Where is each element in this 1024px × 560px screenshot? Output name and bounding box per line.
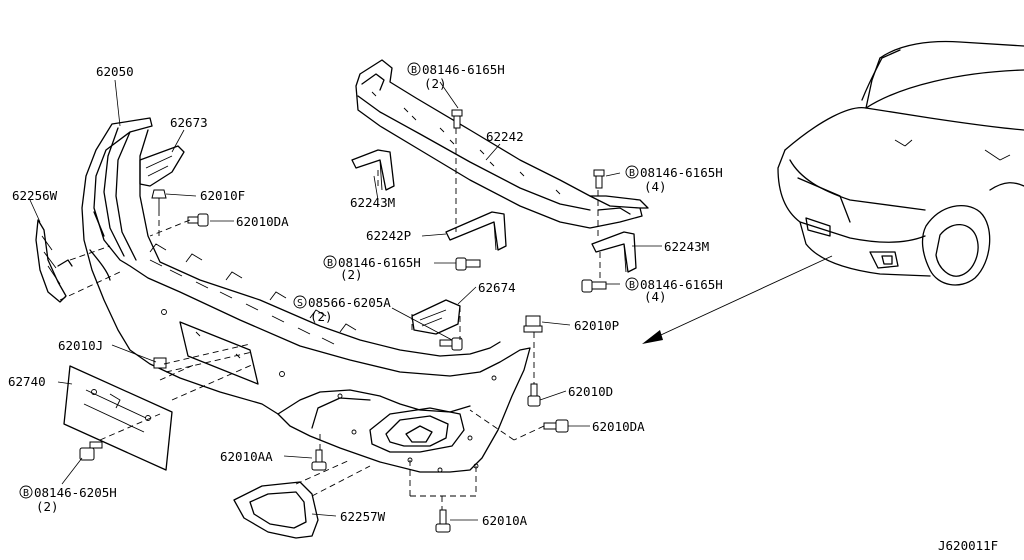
screw-62010D (527, 383, 541, 407)
svg-text:08146-6165H: 08146-6165H (422, 62, 505, 77)
bolt-icon (455, 257, 481, 271)
label-62010P: 62010P (574, 318, 619, 333)
vehicle-illustration (777, 40, 1024, 286)
side-grille-62256W (35, 219, 73, 303)
label-62050: 62050 (96, 64, 134, 79)
svg-text:08146-6165H: 08146-6165H (640, 277, 723, 292)
label-62242: 62242 (486, 129, 524, 144)
bumper-fascia-62050 (81, 117, 531, 473)
label-62010F: 62010F (200, 188, 245, 203)
svg-text:(4): (4) (644, 289, 667, 304)
svg-text:(2): (2) (36, 499, 59, 514)
svg-text:B: B (23, 488, 29, 499)
bolt-icon (593, 169, 605, 189)
screw-S08566 (439, 337, 463, 351)
bumper-reinforcement-62242 (355, 59, 649, 229)
bracket-62243M-right (591, 231, 637, 273)
label-s-08566-6205A: S 08566-6205A (2) (293, 295, 391, 324)
label-62673: 62673 (170, 115, 208, 130)
label-62010A: 62010A (482, 513, 528, 528)
label-b-08146-6165H-mid: B 08146-6165H (2) (323, 255, 421, 282)
label-62256W: 62256W (12, 188, 58, 203)
label-b-08146-6165H-right-low: B 08146-6165H (4) (625, 277, 723, 304)
assembly-dashes (59, 210, 545, 510)
svg-text:B: B (629, 280, 635, 291)
label-b-08146-6165H-right-top: B 08146-6165H (4) (625, 165, 723, 194)
license-bracket-62740 (63, 365, 173, 471)
lower-trim-62257W (233, 481, 319, 539)
diagram-code: J620011F (938, 538, 998, 553)
label-62740: 62740 (8, 374, 46, 389)
bracket-62242P (445, 211, 507, 251)
leader-lines (29, 79, 662, 521)
screw-62010AA (311, 449, 327, 471)
svg-text:08566-6205A: 08566-6205A (308, 295, 391, 310)
label-62010AA: 62010AA (220, 449, 273, 464)
bolt-08146-6205H (79, 441, 103, 461)
screw-62010DA-top (187, 213, 209, 227)
svg-text:(2): (2) (340, 267, 363, 282)
svg-text:08146-6165H: 08146-6165H (338, 255, 421, 270)
label-62242P: 62242P (366, 228, 411, 243)
label-62010DA-low: 62010DA (592, 419, 645, 434)
screw-62010DA-low (543, 419, 569, 433)
svg-text:(2): (2) (310, 309, 333, 324)
direction-arrow (642, 255, 833, 344)
label-62010J: 62010J (58, 338, 103, 353)
svg-text:(2): (2) (424, 76, 447, 91)
label-62010D: 62010D (568, 384, 613, 399)
svg-text:08146-6165H: 08146-6165H (640, 165, 723, 180)
svg-text:B: B (629, 168, 635, 179)
svg-text:08146-6205H: 08146-6205H (34, 485, 117, 500)
bracket-62243M-left (351, 149, 395, 191)
label-62243M-right: 62243M (664, 239, 709, 254)
label-62243M-left: 62243M (350, 195, 395, 210)
screw-62010A (435, 509, 451, 533)
clip-62010F (151, 189, 167, 210)
svg-text:(4): (4) (644, 179, 667, 194)
label-62674: 62674 (478, 280, 516, 295)
bolt-icon (451, 109, 463, 129)
label-b-08146-6165H-top: B 08146-6165H (2) (407, 62, 505, 91)
label-b-08146-6205H: B 08146-6205H (2) (19, 485, 117, 514)
clip-62010P (523, 315, 543, 333)
alignment-lines (377, 128, 601, 282)
bracket-62673 (139, 145, 185, 187)
bracket-62674 (411, 299, 461, 335)
svg-text:S: S (297, 298, 303, 309)
svg-text:B: B (411, 65, 417, 76)
bolt-icon (581, 279, 607, 293)
label-62010DA: 62010DA (236, 214, 289, 229)
label-62257W: 62257W (340, 509, 386, 524)
svg-text:B: B (327, 258, 333, 269)
clip-62010J (153, 357, 167, 369)
